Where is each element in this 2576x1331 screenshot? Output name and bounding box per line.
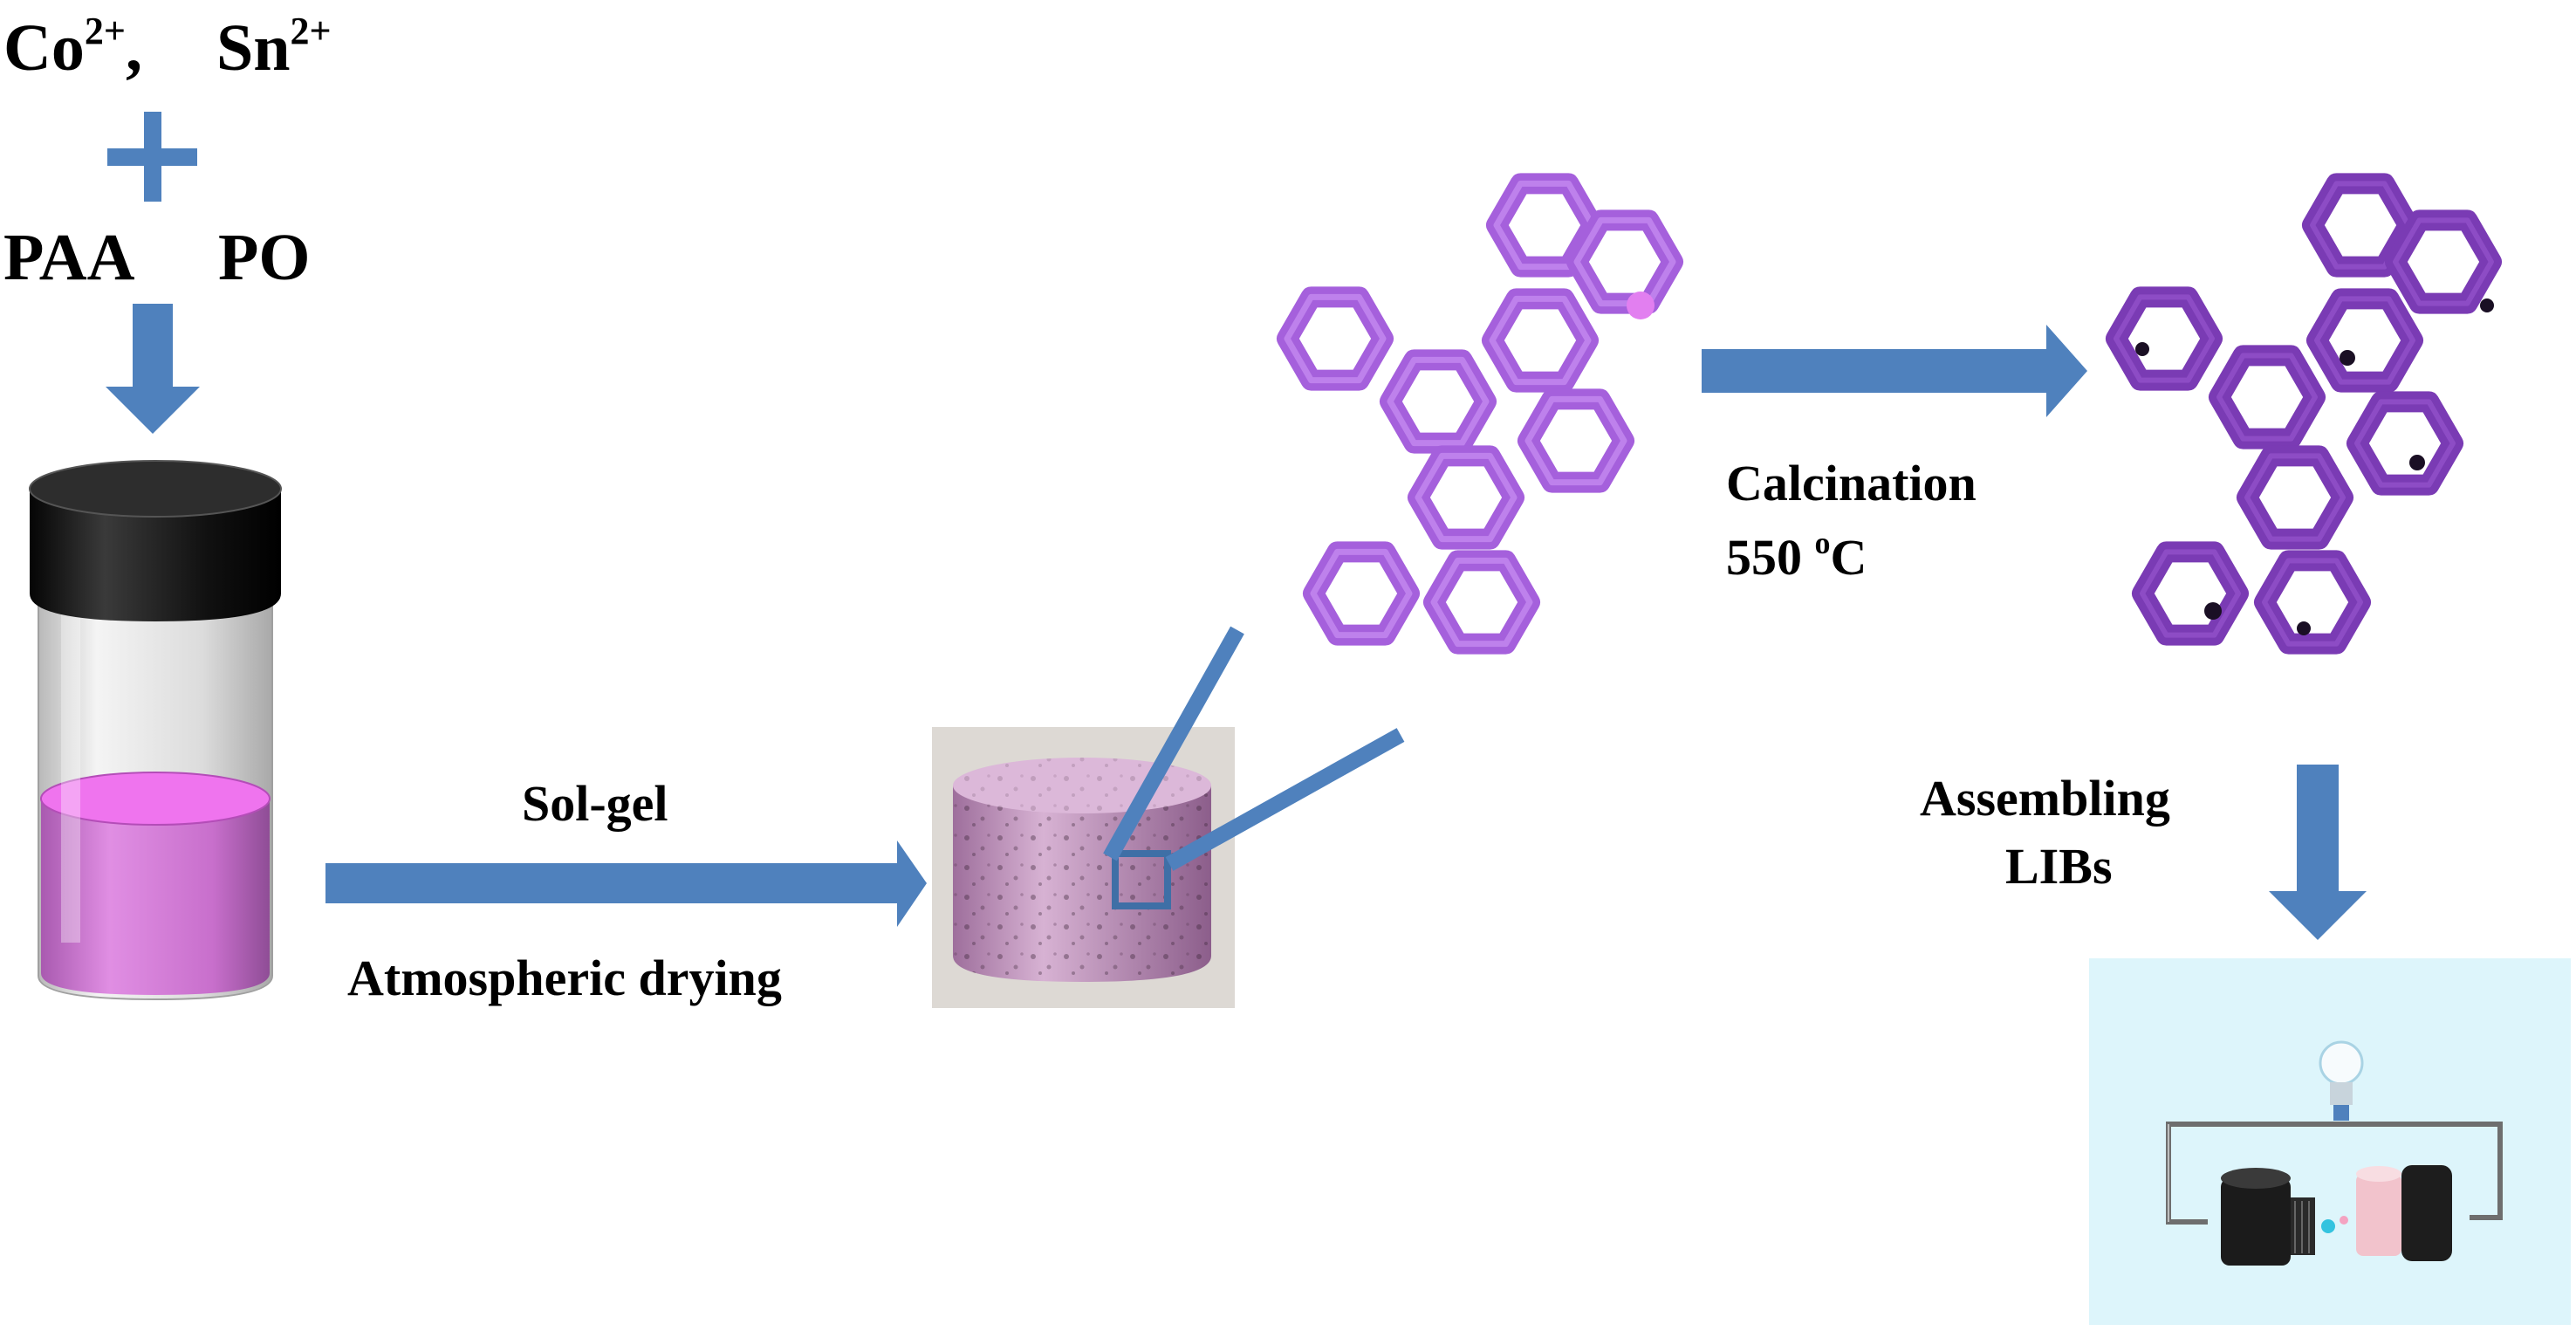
arrow-solgel — [325, 840, 927, 927]
label-temperature: 550 oC — [1726, 525, 1867, 586]
label-libs: LIBs — [2005, 838, 2113, 895]
plus-icon — [107, 112, 197, 202]
porous-framework-icon-precursor — [1287, 183, 1673, 643]
zoom-lines — [1103, 626, 1405, 871]
label-reagent-paa: PAA — [3, 221, 135, 294]
label-assembling: Assembling — [1920, 770, 2170, 827]
arrow-down-to-vial — [106, 304, 200, 434]
label-solgel: Sol-gel — [522, 775, 668, 832]
porous-framework-icon-calcined — [2116, 183, 2494, 643]
label-ion-2: Sn2+ — [216, 10, 332, 85]
label-reagent-po: PO — [218, 221, 311, 294]
label-atmospheric-drying: Atmospheric drying — [347, 950, 782, 1006]
arrow-calcination — [1702, 325, 2087, 417]
arrow-down-assembling — [2269, 765, 2367, 940]
battery-circuit-icon — [2089, 958, 2571, 1325]
label-calcination: Calcination — [1726, 455, 1977, 511]
aerogel-monolith-icon — [932, 727, 1235, 1008]
label-ion-1: Co2+, — [3, 10, 142, 85]
vial-icon — [29, 460, 282, 1001]
